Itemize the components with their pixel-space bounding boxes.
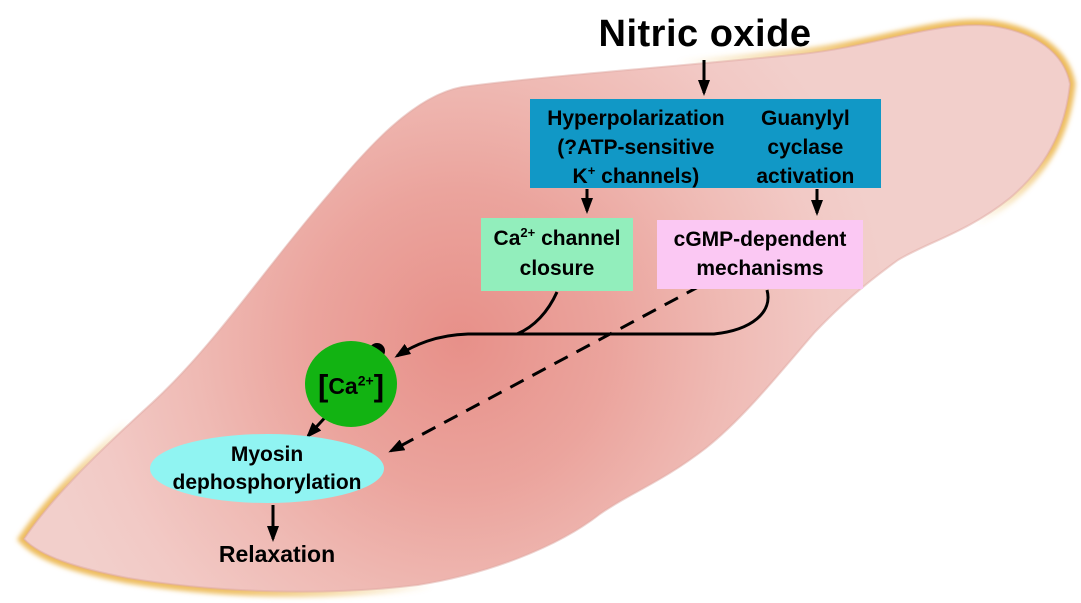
- hyperpolarization-guanylyl-box: Hyperpolarization (?ATP-sensitive K+ cha…: [530, 99, 881, 188]
- cgmp-mechanisms-box: cGMP-dependent mechanisms: [657, 220, 863, 289]
- myosin-dephosphorylation-ellipse: Myosin dephosphorylation: [150, 434, 384, 503]
- curve-cgmp-to-ca-level: [394, 289, 770, 358]
- relaxation-label: Relaxation: [218, 541, 336, 567]
- ca-channel-closure-box: Ca2+ channel closure: [481, 218, 633, 291]
- guanylyl-cyclase-label: Guanylyl cyclase activation: [756, 107, 855, 188]
- diagram-title: Nitric oxide: [598, 13, 812, 55]
- ca-concentration-node: [Ca2+]: [305, 341, 397, 427]
- hyperpolarization-label: Hyperpolarization (?ATP-sensitive K+ cha…: [547, 107, 725, 188]
- dashed-arrow-cgmp-to-myosin: [388, 284, 701, 453]
- curve-ca-closure-to-ca-level: [516, 291, 559, 336]
